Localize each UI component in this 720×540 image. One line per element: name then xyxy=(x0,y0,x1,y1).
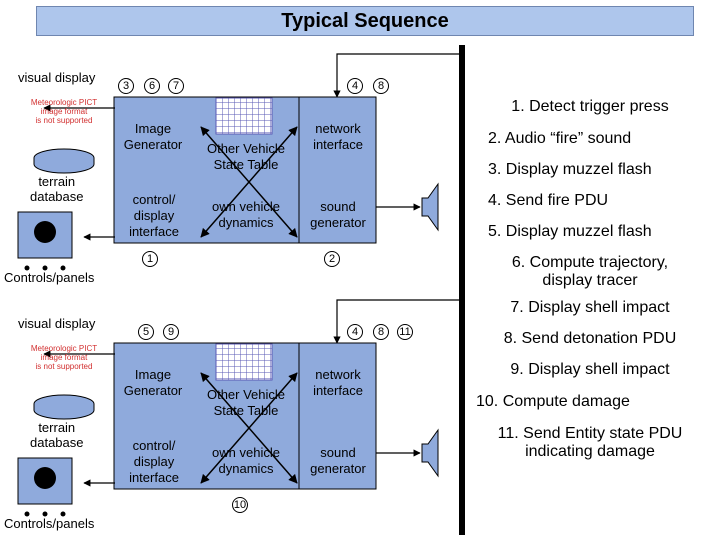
step-marker: 8 xyxy=(373,78,389,94)
simulator-box-bottom-right xyxy=(298,342,377,490)
own-vehicle-dynamics-label: own vehicle dynamics xyxy=(212,445,280,476)
visual-display-label: visual display xyxy=(18,316,96,331)
step-item: 7. Display shell impact xyxy=(510,299,670,316)
speaker-icon-top xyxy=(421,182,439,232)
separator-bar xyxy=(459,45,465,535)
step-marker: 10 xyxy=(232,497,248,513)
state-table-grid-bottom xyxy=(215,343,273,381)
simulator-box-top-right xyxy=(298,96,377,244)
step-item: 8. Send detonation PDU xyxy=(503,330,677,347)
step-marker: 4 xyxy=(347,324,363,340)
network-interface-label: network interface xyxy=(313,367,363,398)
page-title: Typical Sequence xyxy=(36,6,694,36)
step-marker: 4 xyxy=(347,78,363,94)
bottom-panel xyxy=(17,299,459,517)
step-item: 5. Display muzzel flash xyxy=(488,223,652,240)
unsupported-image-placeholder: Meteorologic PICT image format is not su… xyxy=(30,344,98,371)
step-item: 2. Audio “fire” sound xyxy=(488,130,632,147)
top-panel xyxy=(17,53,459,271)
visual-display-label: visual display xyxy=(18,70,96,85)
step-item: 11. Send Entity state PDU indicating dam… xyxy=(497,425,683,460)
network-interface-label: network interface xyxy=(313,121,363,152)
step-marker: 7 xyxy=(168,78,184,94)
terrain-database-label: terrain database xyxy=(30,174,84,204)
step-marker: 8 xyxy=(373,324,389,340)
unsupported-image-placeholder: Meteorologic PICT image format is not su… xyxy=(30,98,98,125)
step-marker: 9 xyxy=(163,324,179,340)
step-marker: 3 xyxy=(118,78,134,94)
step-marker: 2 xyxy=(324,251,340,267)
speaker-icon-bottom xyxy=(421,428,439,478)
step-item: 1. Detect trigger press xyxy=(511,98,669,115)
terrain-database-label: terrain database xyxy=(30,420,84,450)
control-display-interface-label: control/ display interface xyxy=(129,192,179,239)
controls-panels-label: Controls/panels xyxy=(4,270,95,285)
step-item: 9. Display shell impact xyxy=(510,361,670,378)
step-marker: 5 xyxy=(138,324,154,340)
step-marker: 11 xyxy=(397,324,413,340)
image-generator-label: Image Generator xyxy=(123,367,183,398)
step-item: 6. Compute trajectory, display tracer xyxy=(511,254,669,289)
step-item: 3. Display muzzel flash xyxy=(488,161,652,178)
image-generator-label: Image Generator xyxy=(123,121,183,152)
step-item: 4. Send fire PDU xyxy=(488,192,609,209)
step-item: 10. Compute damage xyxy=(476,393,630,410)
step-marker: 6 xyxy=(144,78,160,94)
own-vehicle-dynamics-label: own vehicle dynamics xyxy=(212,199,280,230)
control-display-interface-label: control/ display interface xyxy=(129,438,179,485)
sound-generator-label: sound generator xyxy=(310,445,366,476)
controls-panels-label: Controls/panels xyxy=(4,516,95,531)
other-vehicle-state-table-label: Other Vehicle State Table xyxy=(206,141,286,172)
other-vehicle-state-table-label: Other Vehicle State Table xyxy=(206,387,286,418)
state-table-grid-top xyxy=(215,97,273,135)
step-marker: 1 xyxy=(142,251,158,267)
sound-generator-label: sound generator xyxy=(310,199,366,230)
